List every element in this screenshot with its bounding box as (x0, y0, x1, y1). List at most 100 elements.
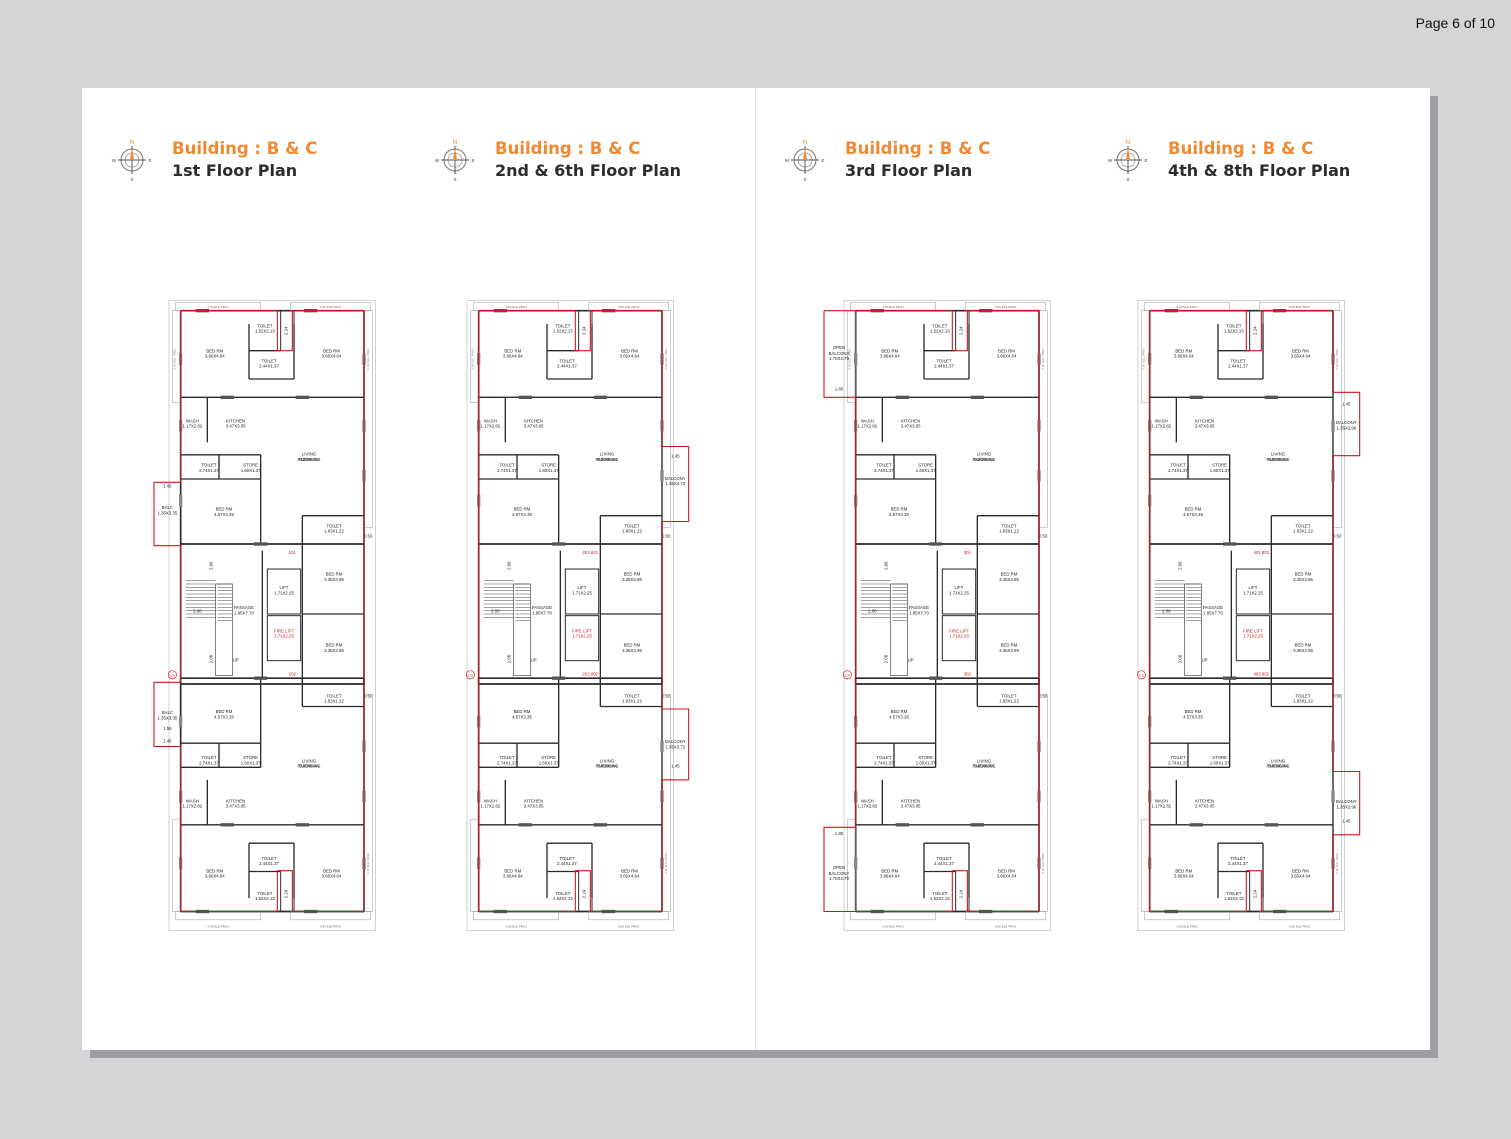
ele-proj-label: 0.60 ELE PROJ (1177, 305, 1199, 309)
ele-proj-label: 0.60 ELE PROJ (883, 305, 905, 309)
living-label: LIVING (1271, 758, 1286, 763)
compass-e: E (148, 158, 151, 163)
building-title: Building : B & C (1168, 139, 1314, 158)
toilet-dim: 2.24 (581, 326, 586, 335)
toilet-2-label: TOILET (559, 358, 574, 363)
apartment-unit (1141, 302, 1342, 546)
unit-number-top: 301 (964, 550, 972, 555)
bed-rm-1-label: BED RM (206, 348, 223, 353)
wash-size: 1.17X2.82 (1151, 424, 1171, 429)
toilet-dim: 2.24 (283, 326, 288, 335)
ledge-dim: 0.50 (1039, 693, 1048, 698)
column-tag (167, 670, 177, 680)
bed-rm-5-label: BED RM (1292, 868, 1309, 873)
stair-well (890, 583, 908, 676)
toilet-5-size: 1.52X2.13 (1224, 896, 1244, 901)
bed-rm-3-label: BED RM (216, 507, 233, 512)
column-tag-label: (C3) (845, 674, 851, 678)
ele-proj-label-v: 0.60 ELE. PROJ (664, 852, 668, 873)
opening-mark (1264, 395, 1278, 399)
bed-rm-2-size: 3.66X4.64 (997, 354, 1017, 359)
opening-mark (518, 823, 532, 827)
plot-outline (843, 300, 1051, 931)
compass-s: S (1126, 177, 1129, 182)
fire-lift-label: FIRE LIFT (949, 628, 969, 633)
opening-mark (1223, 676, 1237, 680)
side-proj-strip (363, 694, 373, 912)
living-sub: RM/DINING (972, 457, 996, 462)
balcony-top-label: BALCONY (665, 476, 686, 481)
toilet-7-size: 2.74X1.37 (199, 760, 219, 765)
toilet-3-size: 2.74X1.37 (874, 468, 894, 473)
wash-label: WASH (861, 798, 874, 803)
toilet-1-size: 1.52X2.13 (930, 329, 950, 334)
opening-mark (929, 542, 943, 546)
living-label: LIVING (302, 758, 317, 763)
page-indicator: Page 6 of 10 (1415, 15, 1495, 31)
balcony-dim: 1.80 (835, 387, 844, 392)
toilet-2-label: TOILET (936, 358, 951, 363)
store-size: 1.60X1.37 (1210, 468, 1230, 473)
toilet-3-label: TOILET (1170, 463, 1185, 468)
bed-rm-5-size: 3.66X4.64 (620, 874, 640, 879)
ele-proj-strip (850, 911, 936, 921)
fire-lift-shaft (1235, 615, 1271, 662)
stair-dim-top: 2.06 (208, 561, 213, 570)
bed-rm-4-label: BED RM (206, 868, 223, 873)
bed-rm-core-2-label: BED RM (624, 643, 641, 648)
fire-lift-shaft (266, 615, 302, 662)
bed-rm-1-size: 3.66X4.64 (205, 354, 225, 359)
unit-number-bottom: 202,602 (583, 672, 599, 677)
balcony-bottom-label: BALCONY (665, 739, 686, 744)
toilet-7-label: TOILET (201, 755, 216, 760)
opening-mark (593, 823, 607, 827)
ele-proj-label: 0.60 ELE PROJ (506, 924, 528, 928)
compass-needle (453, 148, 457, 160)
opening-mark (254, 542, 268, 546)
apartment-unit (1141, 676, 1342, 921)
column-tag (465, 670, 475, 680)
compass-needle (130, 148, 134, 160)
side-proj-strip (1332, 694, 1342, 912)
lift-size: 1.71X2.25 (274, 590, 294, 595)
bed-rm-core-2-label: BED RM (1001, 643, 1018, 648)
living-size: 5.30X6.44 (597, 764, 617, 769)
bed-rm-4-size: 3.66X4.64 (503, 874, 523, 879)
ele-proj-label-v: 0.60 ELE. PROJ (366, 852, 370, 873)
balcony-top-size: 1.70X4.79 (829, 356, 849, 361)
ele-proj-label-v: 0.60 ELE. PROJ (1335, 852, 1339, 873)
window-mark (660, 740, 664, 753)
store-size: 1.60X1.37 (916, 468, 936, 473)
fire-lift-label: FIRE LIFT (1243, 628, 1263, 633)
ledge-dim: 0.50 (1333, 533, 1342, 538)
balcony-bottom-size: 1.35X3.72 (665, 745, 685, 750)
store-size: 1.60X1.37 (241, 760, 261, 765)
kitchen-size: 3.47X3.05 (226, 424, 246, 429)
fire-lift-size: 1.71X2.25 (572, 634, 592, 639)
toilet-6-label: TOILET (559, 856, 574, 861)
column-tag-label: (C3) (1139, 674, 1145, 678)
unit-number-bottom: 302 (964, 672, 972, 677)
sale-boundary (823, 310, 1040, 913)
balcony-bottom-size: 1.70X4.79 (829, 876, 849, 881)
bed-rm-6-size: 4.57X3.35 (214, 715, 234, 720)
stair-dim-top: 2.06 (883, 561, 888, 570)
bed-rm-1-label: BED RM (504, 348, 521, 353)
fire-lift-label: FIRE LIFT (572, 628, 592, 633)
bed-rm-3-label: BED RM (1185, 507, 1202, 512)
toilet-dim: 2.24 (958, 326, 963, 335)
side-proj-strip (1332, 310, 1342, 528)
toilet-3-size: 2.74X1.37 (497, 468, 517, 473)
ele-proj-strip (290, 911, 371, 921)
lift-label: LIFT (280, 585, 289, 590)
passage-size: 1.85X7.70 (909, 610, 929, 615)
wash-label: WASH (484, 798, 497, 803)
bed-rm-4-size: 3.66X4.64 (205, 874, 225, 879)
toilet-1-size: 1.52X2.13 (255, 329, 275, 334)
opening-mark (1264, 823, 1278, 827)
